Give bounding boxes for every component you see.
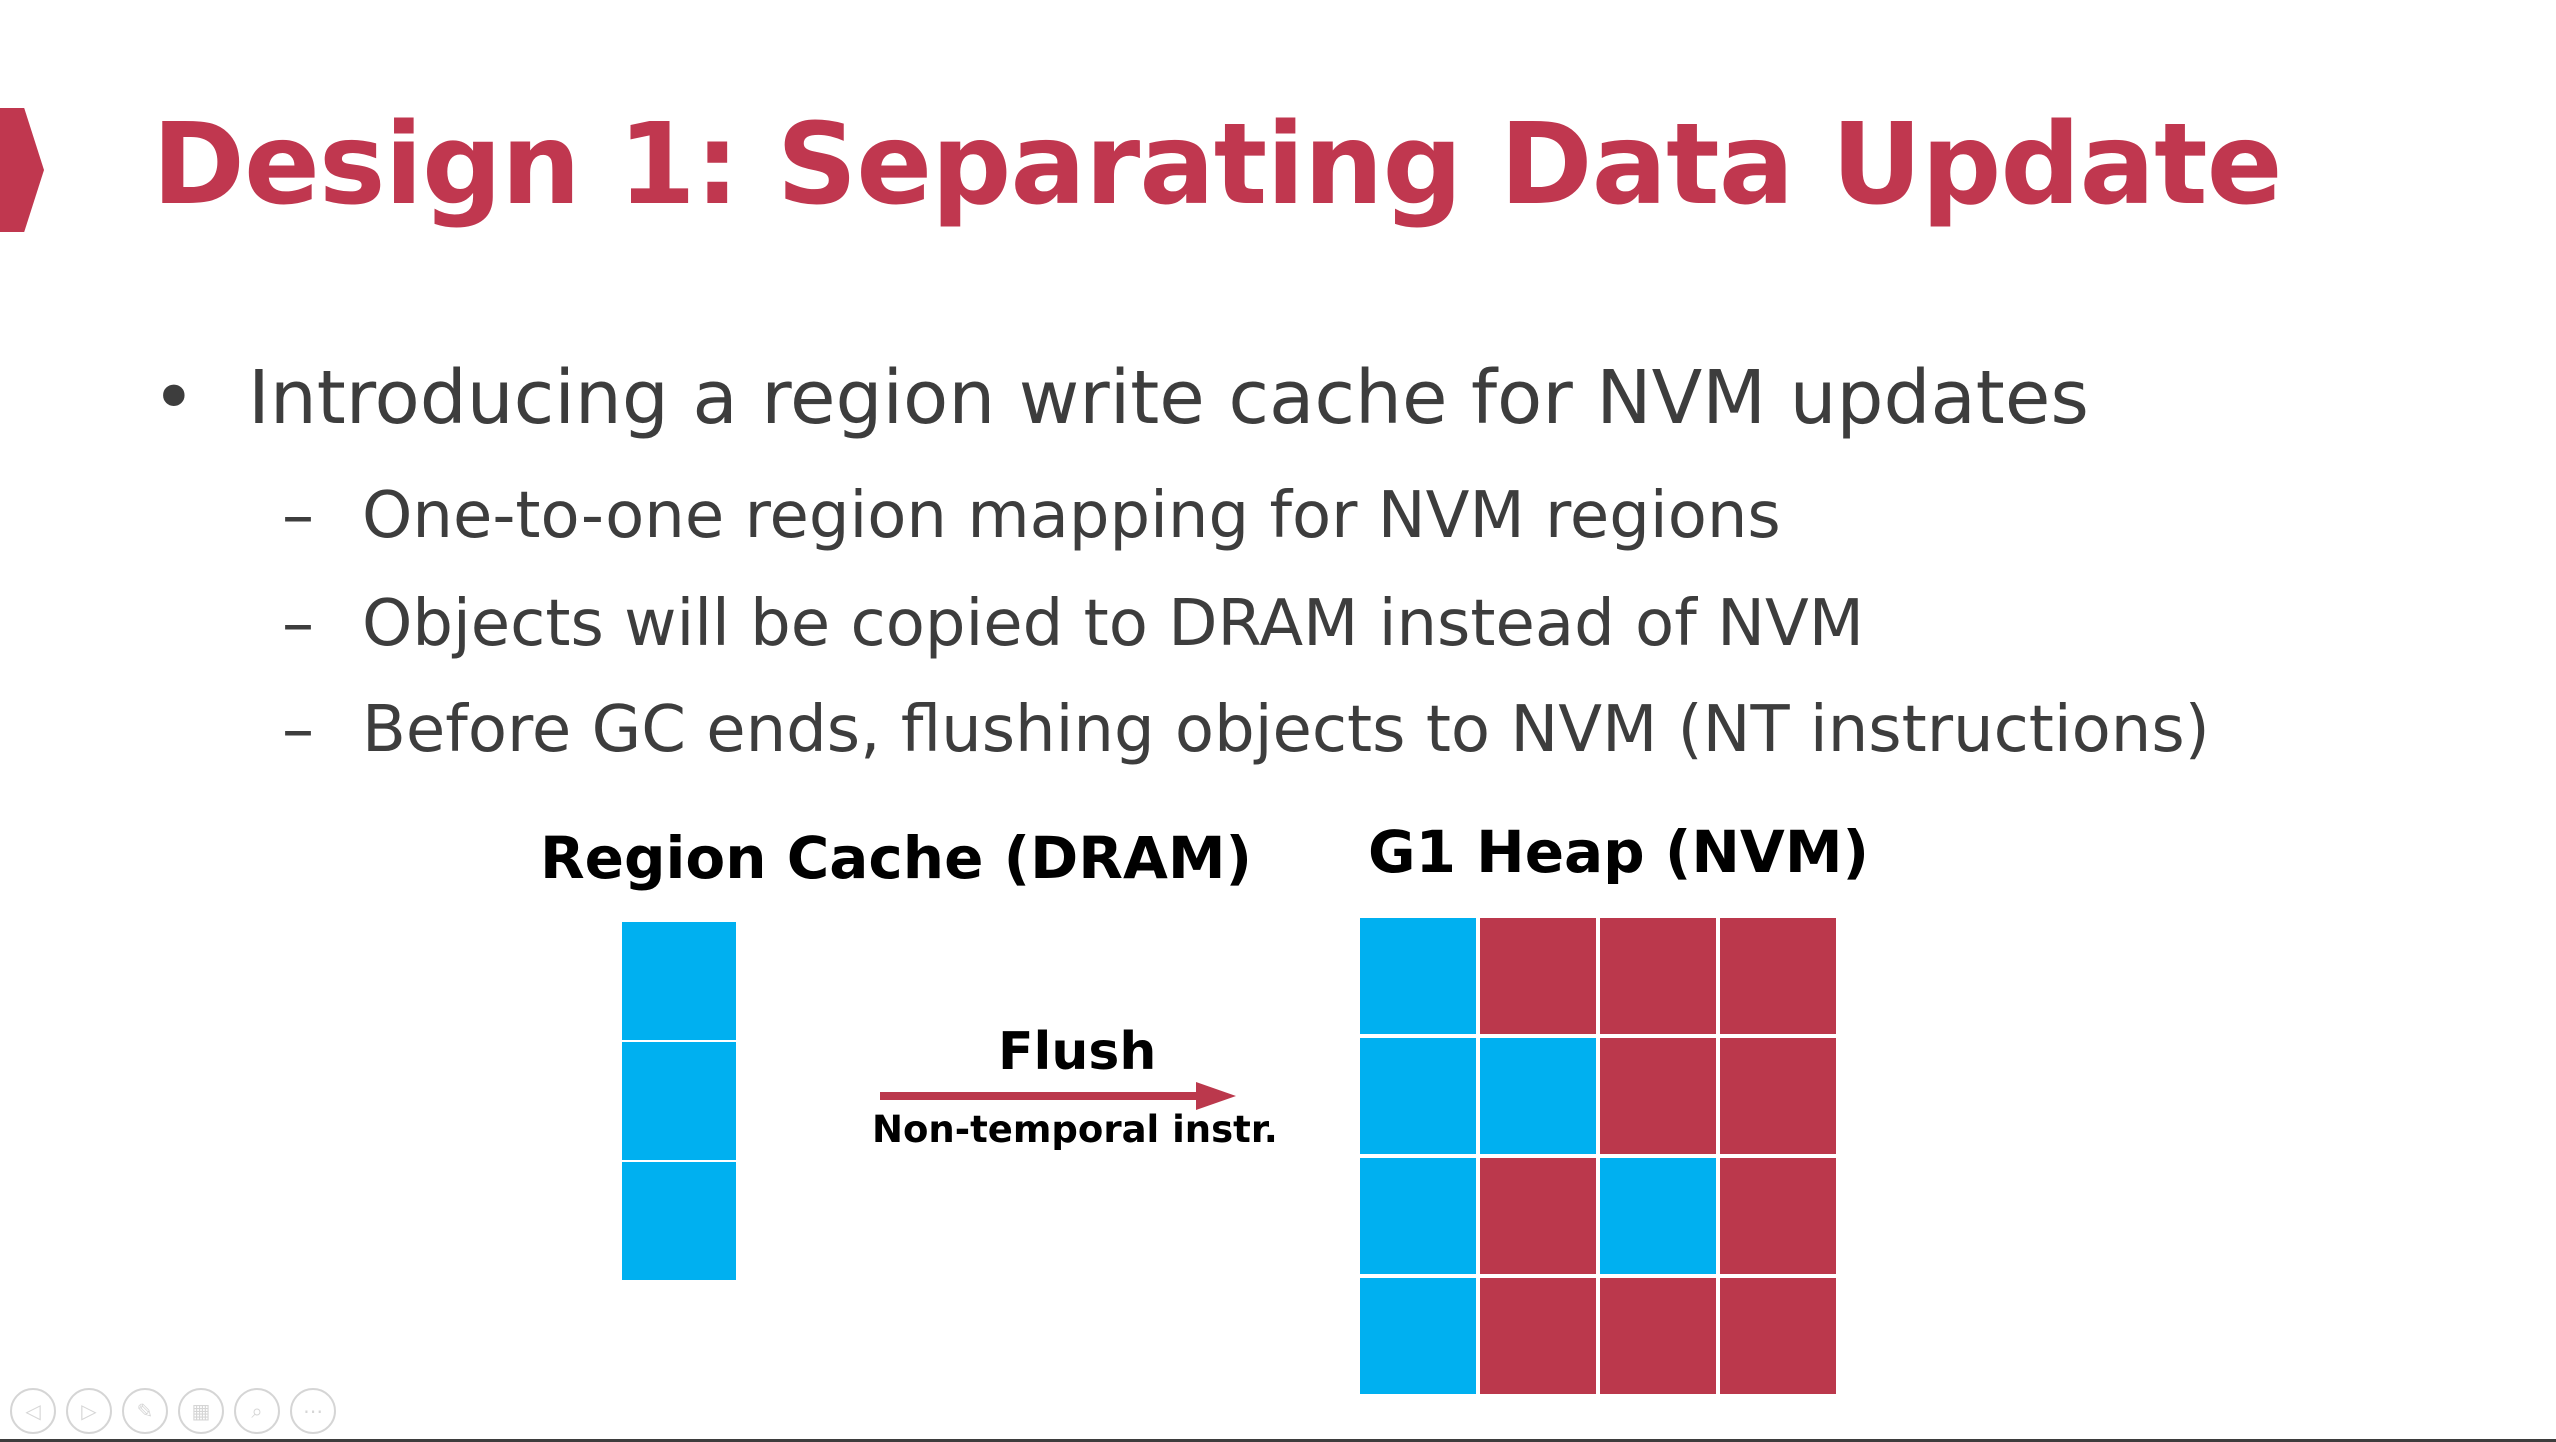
arrow-right-icon: ▷ [81,1399,97,1423]
slide-title: Design 1: Separating Data Update [152,100,2283,230]
heap-region-cell [1720,1038,1836,1154]
heap-region-cell [1360,918,1476,1034]
heap-region-cell [1600,1278,1716,1394]
see-all-slides-button[interactable]: ▦ [178,1388,224,1434]
bullet-text: Introducing a region write cache for NVM… [248,355,2089,441]
flush-arrow [880,1082,1236,1110]
heap-region-cell [1360,1038,1476,1154]
bullet-marker: • [152,355,196,441]
previous-slide-button[interactable]: ◁ [10,1388,56,1434]
flush-arrow-shaft [880,1092,1198,1100]
title-accent-marker [0,108,44,232]
more-options-button[interactable]: ⋯ [290,1388,336,1434]
region-cache-label: Region Cache (DRAM) [540,824,1253,892]
non-temporal-label: Non-temporal instr. [872,1108,1278,1151]
flush-label: Flush [998,1022,1157,1082]
heap-region-cell [1720,1278,1836,1394]
sub-bullet-item: – Objects will be copied to DRAM instead… [282,586,2282,670]
bullet-text: Before GC ends, flushing objects to NVM … [362,693,2210,767]
bottom-edge-rule [0,1439,2556,1442]
heap-region-cell [1600,918,1716,1034]
heap-region-cell [1720,1158,1836,1274]
cache-region-cell [622,922,736,1040]
g1-heap-label: G1 Heap (NVM) [1368,818,1870,886]
cache-region-cell [622,1042,736,1160]
bullet-marker: – [282,479,314,553]
ellipsis-icon: ⋯ [303,1399,323,1423]
heap-region-cell [1480,1038,1596,1154]
pen-tool-button[interactable]: ✎ [122,1388,168,1434]
bullet-text: One-to-one region mapping for NVM region… [362,479,1781,553]
heap-region-cell [1480,918,1596,1034]
slides-grid-icon: ▦ [191,1399,211,1423]
zoom-button[interactable]: ⌕ [234,1388,280,1434]
heap-region-cell [1480,1278,1596,1394]
bullet-marker: – [282,693,314,767]
bullet-marker: – [282,587,314,661]
heap-region-cell [1360,1158,1476,1274]
sub-bullet-item: – Before GC ends, flushing objects to NV… [282,692,2382,776]
heap-region-cell [1600,1038,1716,1154]
sub-bullet-item: – One-to-one region mapping for NVM regi… [282,478,2282,562]
pen-icon: ✎ [136,1399,154,1423]
heap-region-cell [1360,1278,1476,1394]
bullet-item: • Introducing a region write cache for N… [152,354,2252,450]
slideshow-toolbar: ◁ ▷ ✎ ▦ ⌕ ⋯ [10,1388,336,1436]
heap-region-cell [1720,918,1836,1034]
heap-region-cell [1600,1158,1716,1274]
next-slide-button[interactable]: ▷ [66,1388,112,1434]
bullet-text: Objects will be copied to DRAM instead o… [362,587,1864,661]
cache-region-cell [622,1162,736,1280]
flush-arrow-head [1196,1082,1236,1110]
arrow-left-icon: ◁ [25,1399,41,1423]
magnifier-icon: ⌕ [251,1399,263,1423]
heap-region-cell [1480,1158,1596,1274]
